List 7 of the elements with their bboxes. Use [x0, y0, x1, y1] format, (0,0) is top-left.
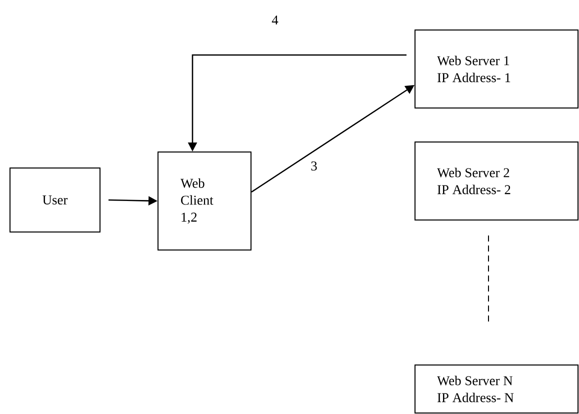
server-box: Web Server 1 IP Address- 1	[414, 30, 578, 108]
server-box: Web Server N IP Address- N	[414, 364, 578, 414]
server-box: Web Server 2 IP Address- 2	[414, 142, 578, 220]
edge-label: 4	[270, 14, 280, 26]
client-box: Web Client 1,2	[158, 152, 252, 250]
user-box: User	[10, 168, 100, 232]
edge-label: 3	[310, 160, 318, 172]
